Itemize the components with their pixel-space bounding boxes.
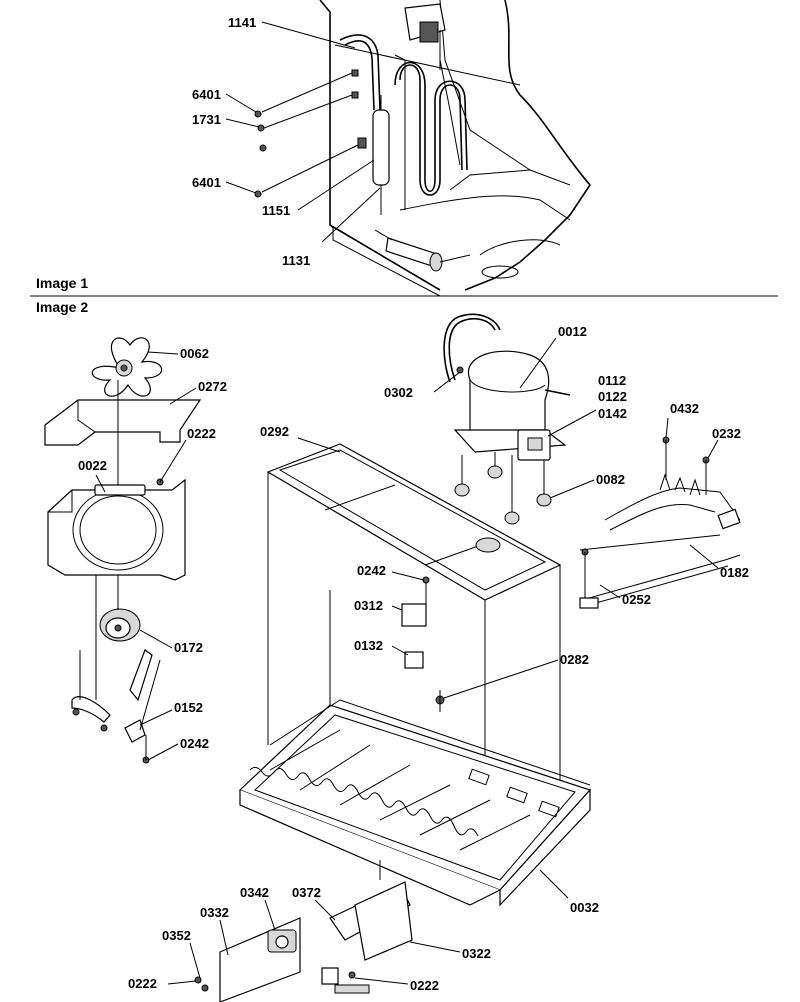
label-0152: 0152 bbox=[174, 700, 203, 715]
label-0242-left: 0242 bbox=[180, 736, 209, 751]
wiring-harness bbox=[579, 436, 741, 609]
label-0222-bottom-right: 0222 bbox=[410, 978, 439, 993]
timer-icon bbox=[267, 929, 297, 953]
label-0142: 0142 bbox=[598, 406, 627, 421]
image1-leaders bbox=[225, 21, 381, 243]
label-0352: 0352 bbox=[162, 928, 191, 943]
label-0372: 0372 bbox=[292, 885, 321, 900]
label-0222-top: 0222 bbox=[187, 426, 216, 441]
image1-drawing bbox=[254, 0, 592, 297]
fan-motor-icon bbox=[99, 608, 141, 642]
screw-extra-icon bbox=[259, 144, 267, 152]
screw-6401b-icon bbox=[254, 190, 262, 198]
fan-shroud bbox=[44, 399, 202, 446]
label-6401-bottom: 6401 bbox=[192, 175, 221, 190]
relay-0312 bbox=[401, 603, 427, 627]
label-0032: 0032 bbox=[570, 900, 599, 915]
screw-1731-icon bbox=[257, 124, 265, 132]
label-0082: 0082 bbox=[596, 472, 625, 487]
capacitor-0132 bbox=[404, 651, 424, 669]
label-0312: 0312 bbox=[354, 598, 383, 613]
label-0182: 0182 bbox=[720, 565, 749, 580]
label-0172: 0172 bbox=[174, 640, 203, 655]
image2-leaders bbox=[95, 337, 719, 985]
fan-blade-icon bbox=[91, 337, 163, 397]
label-0132: 0132 bbox=[354, 638, 383, 653]
section-title-image2: Image 2 bbox=[36, 299, 88, 315]
screw-6401a-icon bbox=[254, 110, 262, 118]
label-0292: 0292 bbox=[260, 424, 289, 439]
drain-pan bbox=[266, 443, 562, 880]
label-0322: 0322 bbox=[462, 946, 491, 961]
base-pan-assembly bbox=[238, 590, 592, 907]
label-0282: 0282 bbox=[560, 652, 589, 667]
label-0332: 0332 bbox=[200, 905, 229, 920]
label-0062: 0062 bbox=[180, 346, 209, 361]
label-0112: 0112 bbox=[598, 373, 626, 388]
control-assembly bbox=[194, 860, 413, 1002]
compressor-icon bbox=[443, 313, 571, 461]
label-0252: 0252 bbox=[622, 592, 651, 607]
label-0012: 0012 bbox=[558, 324, 587, 339]
label-1731: 1731 bbox=[192, 112, 221, 127]
label-1141: 1141 bbox=[228, 15, 256, 30]
label-6401-top: 6401 bbox=[192, 87, 221, 102]
label-0232: 0232 bbox=[712, 426, 741, 441]
label-1151: 1151 bbox=[262, 203, 290, 218]
label-1131: 1131 bbox=[282, 253, 310, 268]
label-0122: 0122 bbox=[598, 389, 627, 404]
label-0272: 0272 bbox=[198, 379, 227, 394]
label-0222-bottom-left: 0222 bbox=[128, 976, 157, 991]
label-0432: 0432 bbox=[670, 401, 699, 416]
label-0242-mid: 0242 bbox=[357, 563, 386, 578]
label-0302: 0302 bbox=[384, 385, 413, 400]
label-0022: 0022 bbox=[78, 458, 107, 473]
section-title-image1: Image 1 bbox=[36, 275, 88, 291]
label-0342: 0342 bbox=[240, 885, 269, 900]
